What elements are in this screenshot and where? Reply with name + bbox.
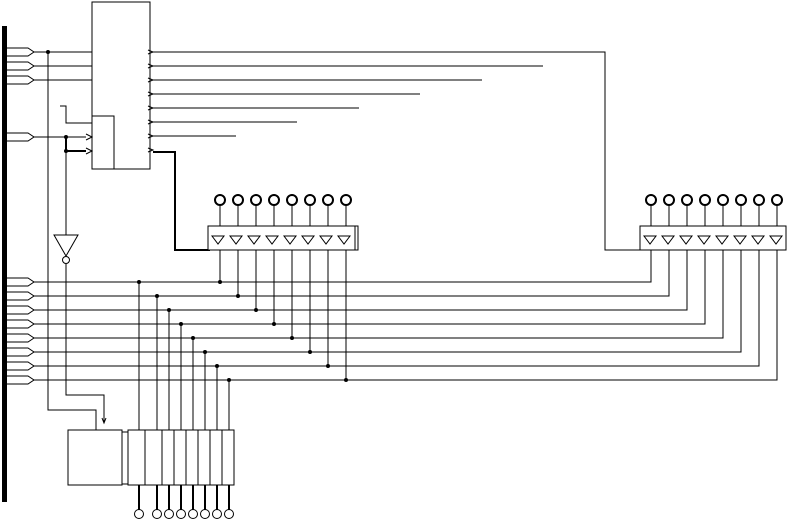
latch-register xyxy=(67,429,235,486)
bus-tap-top xyxy=(7,47,35,142)
bus-feed-line xyxy=(47,52,97,430)
inverting-buffer xyxy=(53,234,107,425)
data-lines xyxy=(34,250,778,381)
bus-tap-data xyxy=(7,277,35,385)
pad-group-right xyxy=(645,194,783,206)
decoder-block xyxy=(85,1,155,170)
decoder-output-lines xyxy=(153,51,640,251)
pad-group-left xyxy=(214,194,352,206)
vertical-bus xyxy=(2,26,7,502)
bottom-terminals xyxy=(134,485,234,519)
latch-taps xyxy=(137,280,231,430)
driver-array-left xyxy=(207,225,359,251)
driver-drops-left xyxy=(218,250,348,382)
decoder-input-lines xyxy=(34,50,92,235)
driver-array-right xyxy=(639,225,787,251)
